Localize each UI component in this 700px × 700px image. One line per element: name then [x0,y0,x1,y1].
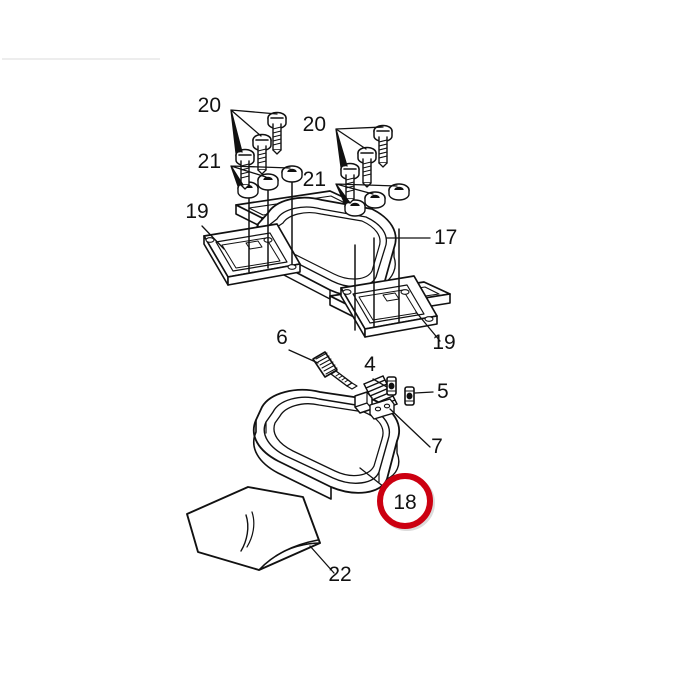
assembly-pin-lines [248,174,400,331]
callout-17: 17 [434,226,457,249]
flat-washer [257,173,279,191]
part-5-pin-clip [404,386,415,406]
pan-head-screw [340,162,360,204]
callout-20-right: 20 [303,113,326,136]
part-18-embroidery-hoop [252,388,400,500]
pan-head-screw [267,111,287,155]
highlight-ring-part-18[interactable] [377,473,435,531]
callout-18-highlighted: 18 [393,491,416,514]
part-4-pin-small [386,376,397,396]
callout-20-left: 20 [198,94,221,117]
pan-head-screw [357,146,377,188]
callout-21-left: 21 [198,150,221,173]
part-21-flat-washer-group-right [344,183,410,217]
flat-washer [364,191,386,209]
pan-head-screw [252,133,272,175]
callout-5: 5 [437,380,449,403]
callout-labels: 20 20 21 21 19 19 17 6 4 5 7 18 22 [185,94,457,586]
part-20-screw-group-left [235,111,287,190]
callout-4: 4 [364,353,376,376]
callout-21-right: 21 [303,168,326,191]
flat-washer [281,165,303,183]
callout-19-right: 19 [432,331,455,354]
part-20-screw-group-right [340,124,393,204]
callout-7: 7 [431,435,443,458]
part-6-knurled-thumb-screw [312,351,358,390]
callout-22: 22 [328,563,351,586]
leader-lines [201,109,441,574]
part-22-dust-cover-cloth [186,486,321,571]
callout-6: 6 [276,326,288,349]
part-19-mounting-plate-left [203,223,301,286]
flat-washer [388,183,410,201]
pan-head-screw [373,124,393,168]
callout-19-left: 19 [185,200,208,223]
